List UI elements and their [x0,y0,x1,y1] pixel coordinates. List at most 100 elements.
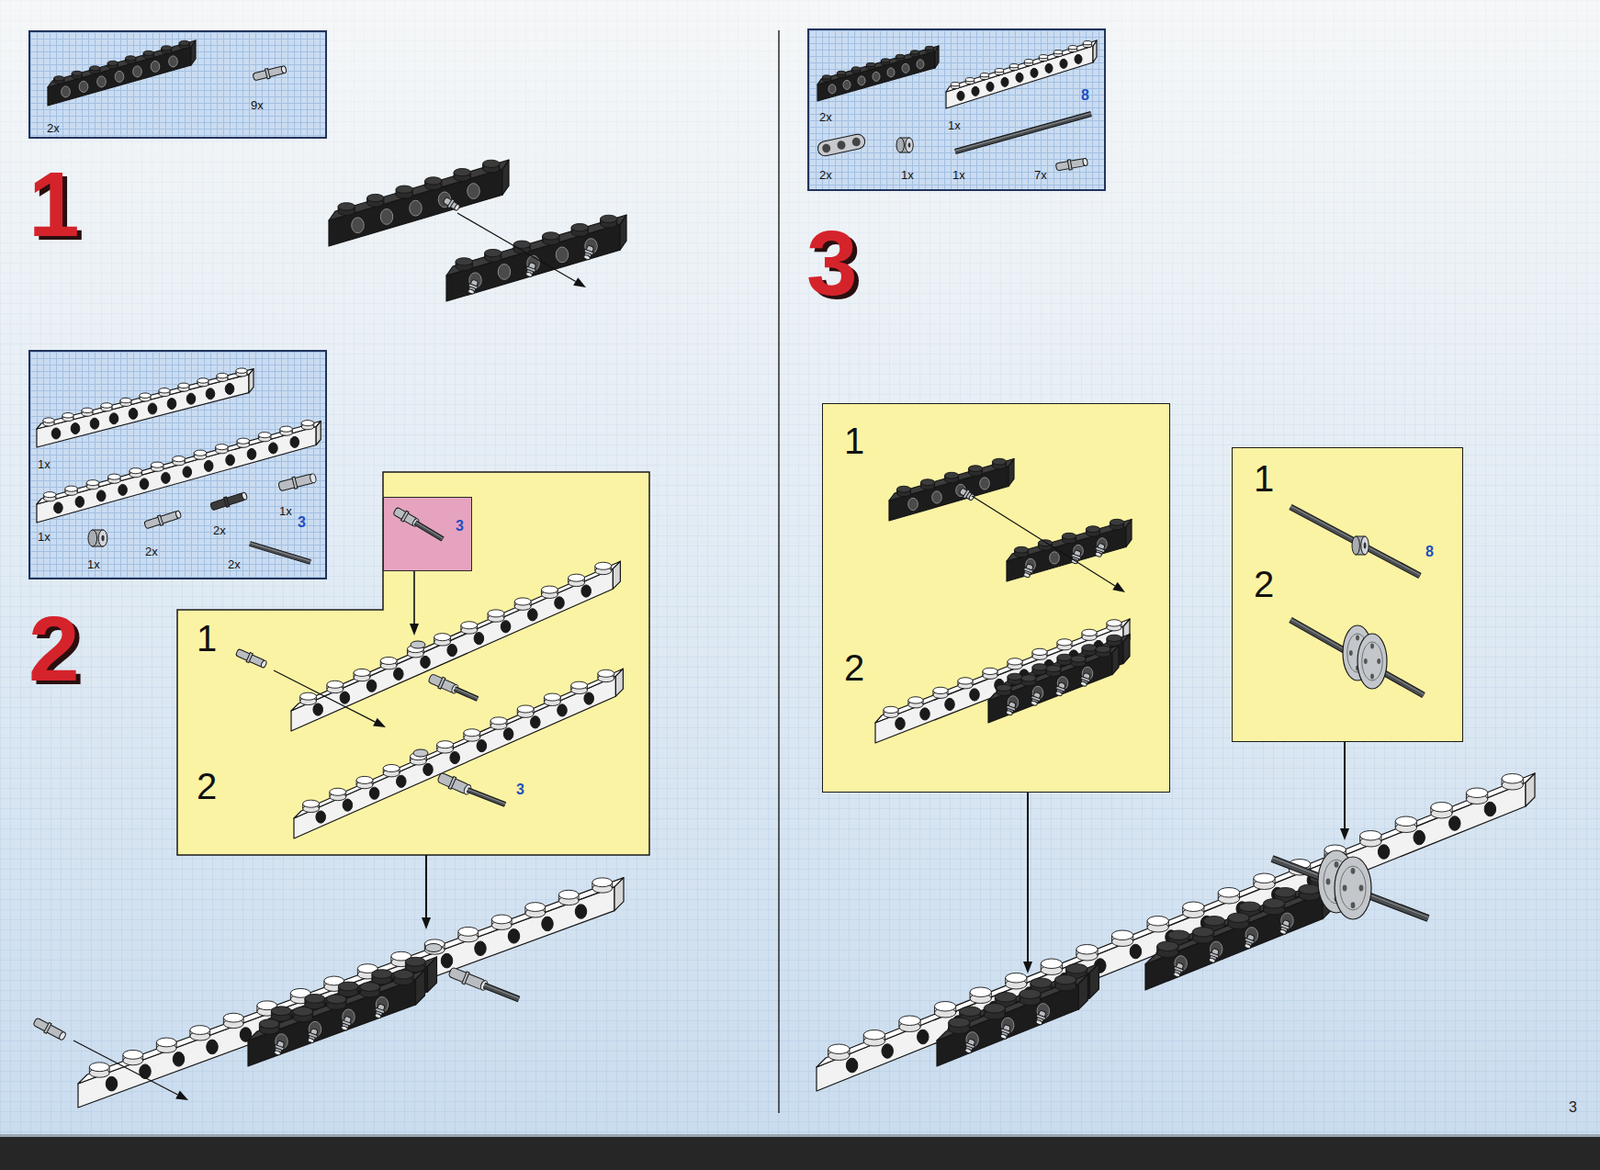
white-beam [293,668,623,839]
stud [1037,542,1052,548]
stud [1005,978,1027,985]
stud [1183,908,1205,918]
beam-hole [438,191,451,208]
pin-collar [374,1007,384,1014]
stud [836,70,846,75]
stud [525,902,546,913]
beam-face [816,773,1535,1068]
stud [910,52,919,56]
stud [1007,677,1023,685]
disc [1334,856,1372,920]
stud [193,452,195,457]
stud [369,672,371,677]
stud [424,945,445,955]
disc-hole [1334,861,1340,868]
black-beam [1156,873,1343,981]
stud [880,60,882,64]
pin-end [1279,929,1287,936]
stud [822,77,823,80]
stud [845,72,846,76]
stud [482,163,484,170]
stud [367,198,384,204]
stud [259,1025,280,1035]
beam-hole [320,1008,333,1025]
beam-face [889,466,1009,522]
black-beam [259,957,438,1054]
stud [367,193,384,202]
stud [1081,629,1097,636]
black-beam [999,634,1130,713]
beam-hole [1057,676,1069,690]
beam-hole [1045,63,1053,73]
beam-face [988,645,1119,702]
pin-end [259,659,268,668]
beam-hole [1097,538,1108,551]
stud [396,660,398,665]
stud [156,1042,158,1049]
stud [895,56,897,59]
stud [395,189,397,195]
stud [223,1019,244,1029]
beam-hole [275,1034,288,1050]
pin [447,966,489,993]
beam-hole [1068,665,1080,679]
stud [907,699,909,705]
stud [1007,663,1023,670]
stud [259,1024,260,1031]
stud [934,1002,956,1012]
stud [1056,657,1058,663]
stud [950,84,952,88]
stud [380,662,397,670]
stud [179,44,190,49]
stud [991,991,992,999]
pin [1055,157,1089,173]
arrow-line [971,495,1116,586]
stud [995,687,997,693]
assembly-arrow [1023,792,1033,974]
stud [357,969,378,980]
stud [1031,652,1033,657]
beam-hole [966,1032,979,1048]
stud [280,429,293,436]
beam-hole [473,632,485,645]
stud [514,601,516,607]
text-slot: 1 [1253,460,1274,497]
beam-hole [239,1027,251,1043]
stud [822,78,831,82]
beam-hole [447,643,458,656]
beam-face [615,668,623,697]
stud [424,939,445,949]
stud [980,1011,981,1018]
stud [366,198,368,204]
stud [426,756,428,762]
disc-hole [1362,650,1366,656]
beam-hole [1049,552,1060,564]
stud [1024,61,1033,66]
black-beam [328,159,509,247]
beam-hole [1069,650,1080,663]
stud [957,680,958,686]
stud [470,172,472,179]
axle [1272,857,1429,919]
beam-hole [105,1076,117,1092]
stud [393,974,414,981]
substep-number: 2 [1253,565,1274,603]
stud [514,597,531,606]
substep-number: 1 [844,422,865,460]
stud [1298,889,1320,896]
stud [944,472,958,479]
stud [1005,973,1027,983]
stud [214,447,216,451]
stud [948,1017,970,1027]
arrow-line [425,855,428,918]
text-slot: 8 [1081,87,1090,104]
stud [409,757,427,766]
stud [994,997,996,1004]
stud [543,697,561,702]
stud [1501,774,1523,784]
beam-hole [1036,1003,1049,1020]
axle-outline [415,522,443,540]
stud [423,649,425,654]
beam-hole [1292,901,1305,918]
stud [1070,660,1086,667]
